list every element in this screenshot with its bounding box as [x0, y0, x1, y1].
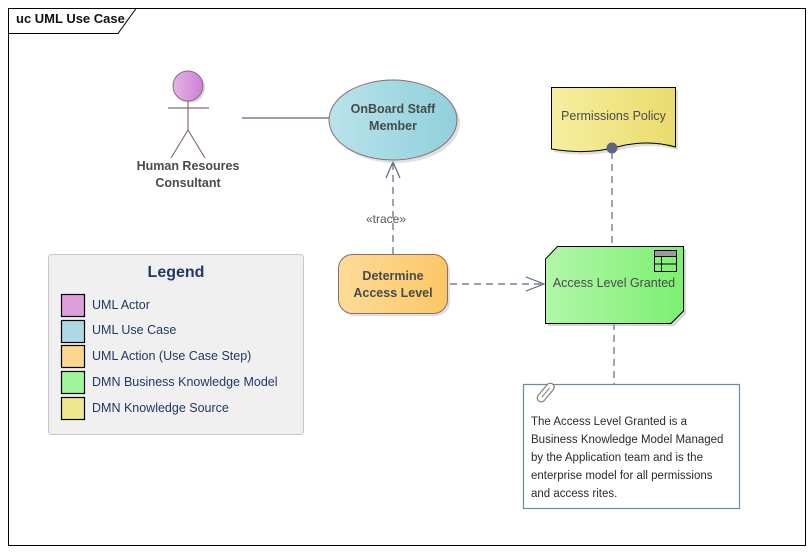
trace-arrowhead	[385, 160, 401, 179]
bkm-shape[interactable]	[545, 246, 684, 324]
actor-label-line2: Consultant	[155, 176, 221, 190]
legend-item-label: DMN Knowledge Source	[92, 401, 229, 415]
legend-item-label: UML Action (Use Case Step)	[92, 349, 252, 363]
frame-title-tab	[8, 8, 137, 34]
legend-item-label: DMN Business Knowledge Model	[92, 375, 278, 389]
use-case-ellipse[interactable]	[328, 79, 458, 161]
note-box[interactable]	[522, 383, 741, 510]
actor-label-line1: Human Resoures	[136, 159, 240, 173]
actor-head	[172, 70, 204, 102]
note-line: by the Application team and is the	[531, 452, 703, 464]
trace-stereotype-label: «trace»	[366, 212, 407, 226]
legend-swatch	[60, 319, 86, 344]
action-box[interactable]	[338, 254, 448, 314]
authority-connector-dot	[606, 142, 618, 154]
use-case-label: OnBoard Staff Member	[329, 101, 457, 135]
legend-swatch	[60, 344, 86, 369]
table-icon	[654, 250, 677, 272]
note-line: enterprise model for all permissions	[531, 470, 713, 482]
note-line: Business Knowledge Model Managed	[531, 434, 724, 446]
legend-item-label: UML Actor	[92, 298, 150, 312]
use-case-label-line2: Member	[369, 119, 417, 133]
frame-title: uc UML Use Case	[16, 11, 125, 26]
action-to-bkm-arrowhead	[525, 276, 546, 292]
note-text: The Access Level Granted is a Business K…	[531, 413, 736, 503]
actor-label: Human Resoures Consultant	[118, 158, 258, 192]
action-label-line1: Determine	[362, 269, 424, 283]
legend-item-label: UML Use Case	[92, 323, 177, 337]
actor-figure[interactable]	[168, 70, 209, 159]
diagram-frame	[8, 8, 806, 546]
legend-swatch	[60, 370, 86, 395]
action-label: Determine Access Level	[338, 268, 448, 302]
paperclip-icon	[536, 382, 555, 403]
legend-title: Legend	[147, 264, 205, 281]
legend-swatch	[60, 396, 86, 421]
bkm-label: Access Level Granted	[552, 276, 676, 290]
note-line: The Access Level Granted is a	[531, 416, 687, 428]
knowledge-source-label: Permissions Policy	[561, 109, 666, 123]
note-line: and access rites.	[531, 488, 618, 500]
legend-swatch	[60, 293, 86, 318]
legend-box	[48, 254, 304, 435]
use-case-label-line1: OnBoard Staff	[350, 102, 436, 116]
action-label-line2: Access Level	[353, 286, 433, 300]
